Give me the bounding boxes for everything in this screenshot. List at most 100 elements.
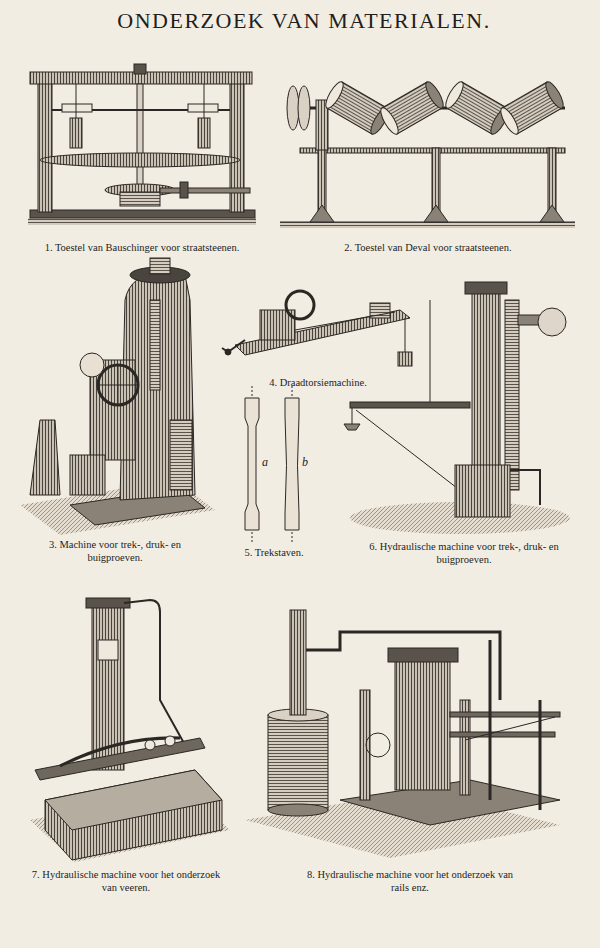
hydraulic-spring-machine-part (35, 738, 205, 780)
hydraulic-testing-machine-part (538, 308, 566, 336)
caption-slot: 6. Hydraulische machine voor trek-, druk… (362, 540, 567, 566)
deval-apparatus-part (540, 205, 564, 222)
testing-machine-part (80, 353, 104, 377)
testing-machine-part (150, 300, 160, 390)
deval-apparatus-part (498, 80, 567, 137)
caption-slot: 7. Hydraulische machine voor het onderzo… (24, 868, 229, 894)
title-slot: ONDERZOEK VAN MATERIALEN. (4, 8, 600, 34)
deval-apparatus-part (310, 205, 334, 222)
deval-apparatus-part-part (323, 80, 347, 111)
hydraulic-testing-machine-part (510, 470, 540, 505)
deval-apparatus-part-part (443, 80, 467, 111)
hydraulic-rail-machine-part (366, 733, 390, 757)
deval-apparatus-part (280, 222, 575, 228)
tensile-bars-part (252, 386, 253, 396)
hydraulic-spring-machine-part (145, 740, 155, 750)
deval-apparatus-part (298, 86, 310, 130)
testing-machine-part (118, 365, 119, 405)
bar-letter: b (302, 455, 308, 470)
caption-slot: 4. Draadtorsiemachine. (243, 376, 393, 389)
deval-apparatus-part (323, 80, 392, 137)
bauschinger-apparatus (28, 64, 256, 225)
hydraulic-rail-machine-part (450, 712, 560, 717)
wire-torsion-machine-part (222, 348, 228, 352)
bauschinger-apparatus-part (134, 64, 146, 74)
wire-torsion-machine-part (295, 312, 395, 330)
engraving-def (20, 64, 575, 862)
deval-apparatus-part-part (498, 106, 522, 137)
hydraulic-spring-machine-part (165, 736, 175, 746)
figure-caption: 5. Trekstaven. (229, 546, 319, 559)
tensile-bars-part (285, 398, 299, 530)
hydraulic-testing-machine-part (352, 408, 353, 424)
bauschinger-apparatus-part (70, 118, 82, 148)
hydraulic-spring-machine-part (124, 600, 185, 745)
caption-slot: a (262, 455, 268, 470)
hydraulic-testing-machine-part (356, 410, 470, 498)
deval-apparatus-part-part (378, 106, 402, 137)
deval-apparatus-part (378, 80, 447, 137)
testing-machine (20, 258, 215, 535)
bauschinger-apparatus-part (30, 210, 255, 218)
tensile-bars-part (245, 398, 259, 530)
bauschinger-apparatus-part (204, 84, 205, 118)
hydraulic-spring-machine-part (86, 598, 130, 608)
bauschinger-apparatus-part (40, 153, 240, 167)
caption-slot: 2. Toestel van Deval voor straatsteenen. (298, 241, 558, 254)
testing-machine-part (150, 258, 170, 274)
deval-apparatus (280, 80, 575, 228)
hydraulic-spring-machine (30, 598, 230, 862)
hydraulic-testing-machine-part (350, 402, 470, 408)
figure-caption: 3. Machine voor trek-, druk- en buigproe… (30, 538, 200, 564)
caption-slot: 1. Toestel van Bauschinger voor straatst… (12, 241, 272, 254)
hydraulic-rail-machine (245, 610, 560, 858)
bauschinger-apparatus-part (62, 104, 92, 112)
hydraulic-rail-machine-part (268, 715, 328, 810)
hydraulic-rail-machine-part (290, 610, 306, 715)
bauschinger-apparatus-part (28, 218, 256, 225)
deval-apparatus-part (443, 80, 512, 137)
hydraulic-rail-machine-part (388, 648, 458, 662)
caption-slot: b (302, 455, 308, 470)
deval-apparatus-part-part (423, 80, 447, 111)
figure-caption: 6. Hydraulische machine voor trek-, druk… (362, 540, 567, 566)
hydraulic-spring-machine-part (45, 770, 222, 830)
testing-machine-part (170, 420, 192, 490)
bauschinger-apparatus-part (180, 182, 188, 198)
caption-slot: 5. Trekstaven. (229, 546, 319, 559)
hydraulic-rail-machine-part (395, 660, 450, 790)
wire-torsion-machine (222, 291, 412, 366)
tensile-bars-part (252, 532, 253, 542)
caption-slot: 8. Hydraulische machine voor het onderzo… (303, 868, 518, 894)
bauschinger-apparatus-part (198, 118, 210, 148)
wire-torsion-machine-part (405, 318, 406, 352)
caption-slot: 3. Machine voor trek-, druk- en buigproe… (30, 538, 200, 564)
hydraulic-spring-machine-part (98, 640, 118, 660)
hydraulic-spring-machine-part (60, 738, 180, 766)
hydraulic-testing-machine-part (518, 315, 540, 325)
testing-machine-part (98, 365, 138, 405)
hydraulic-rail-machine-part (539, 700, 542, 810)
hydraulic-testing-machine (344, 282, 570, 534)
hydraulic-testing-machine-part (505, 300, 519, 490)
bauschinger-apparatus-part (188, 104, 218, 112)
figure-caption: 2. Toestel van Deval voor straatsteenen. (298, 241, 558, 254)
bar-letter: a (262, 455, 268, 470)
figure-caption: 1. Toestel van Bauschinger voor straatst… (12, 241, 272, 254)
figure-caption: 4. Draadtorsiemachine. (243, 376, 393, 389)
deval-apparatus-part-part (543, 80, 567, 111)
figure-caption: 7. Hydraulische machine voor het onderzo… (24, 868, 229, 894)
bauschinger-apparatus-part (160, 188, 250, 193)
hydraulic-rail-machine-part (268, 804, 328, 816)
hydraulic-rail-machine-part (489, 640, 492, 800)
tensile-bars (245, 386, 299, 542)
bauschinger-apparatus-part (120, 192, 160, 206)
hydraulic-spring-machine-part (45, 770, 222, 860)
deval-apparatus-part (424, 205, 448, 222)
hydraulic-testing-machine-part (455, 465, 510, 517)
testing-machine-part (70, 455, 105, 495)
plate-title: ONDERZOEK VAN MATERIALEN. (4, 8, 600, 34)
figure-caption: 8. Hydraulische machine voor het onderzo… (303, 868, 518, 894)
